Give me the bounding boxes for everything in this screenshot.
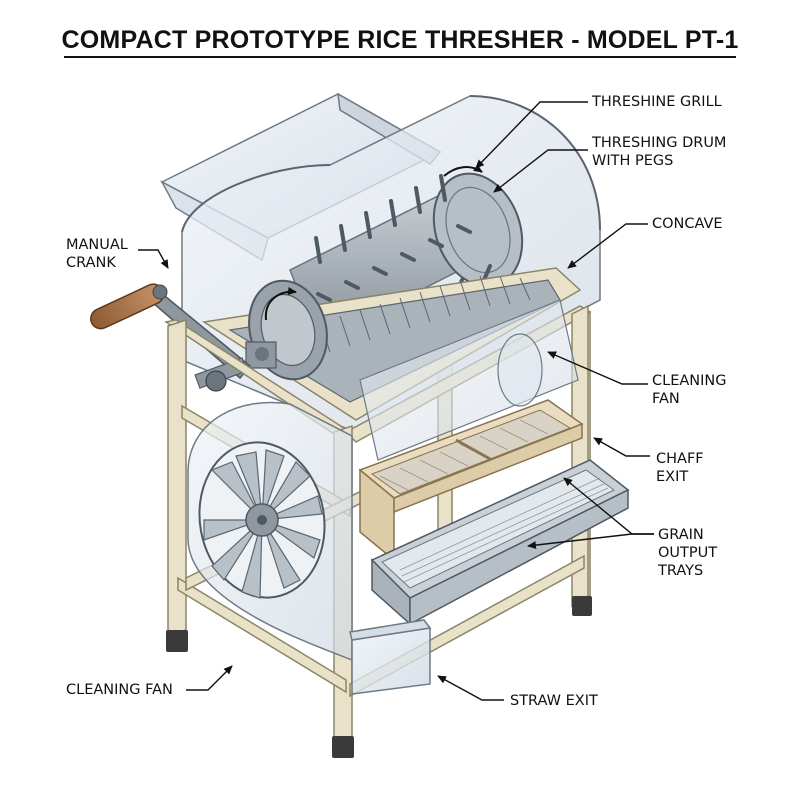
label-manual-crank: MANUAL CRANK [66,237,128,271]
label-concave: CONCAVE [652,216,723,232]
label-cleaning-fan-right: CLEANING FAN [652,373,727,407]
cleaning-fan-duct [359,299,579,461]
label-grain-output-trays: GRAIN OUTPUT TRAYS [658,527,718,579]
straw-exit-chute [349,619,432,695]
grain-output-tray [370,459,630,626]
diagram-title: COMPACT PROTOTYPE RICE THRESHER - MODEL … [61,26,739,54]
cleaning-fan [187,401,353,662]
label-chaff-exit: CHAFF EXIT [656,451,704,485]
title-underline [64,56,736,58]
drum-pulley [245,279,328,381]
label-threshine-grill: THRESHINE GRILL [592,94,722,110]
label-threshing-drum: THRESHING DRUM WITH PEGS [592,135,727,169]
label-straw-exit: STRAW EXIT [510,693,598,709]
leader-lines [138,101,654,701]
label-cleaning-fan-left: CLEANING FAN [66,682,173,698]
sieve-tray [358,399,584,562]
frame-feet [166,596,592,758]
